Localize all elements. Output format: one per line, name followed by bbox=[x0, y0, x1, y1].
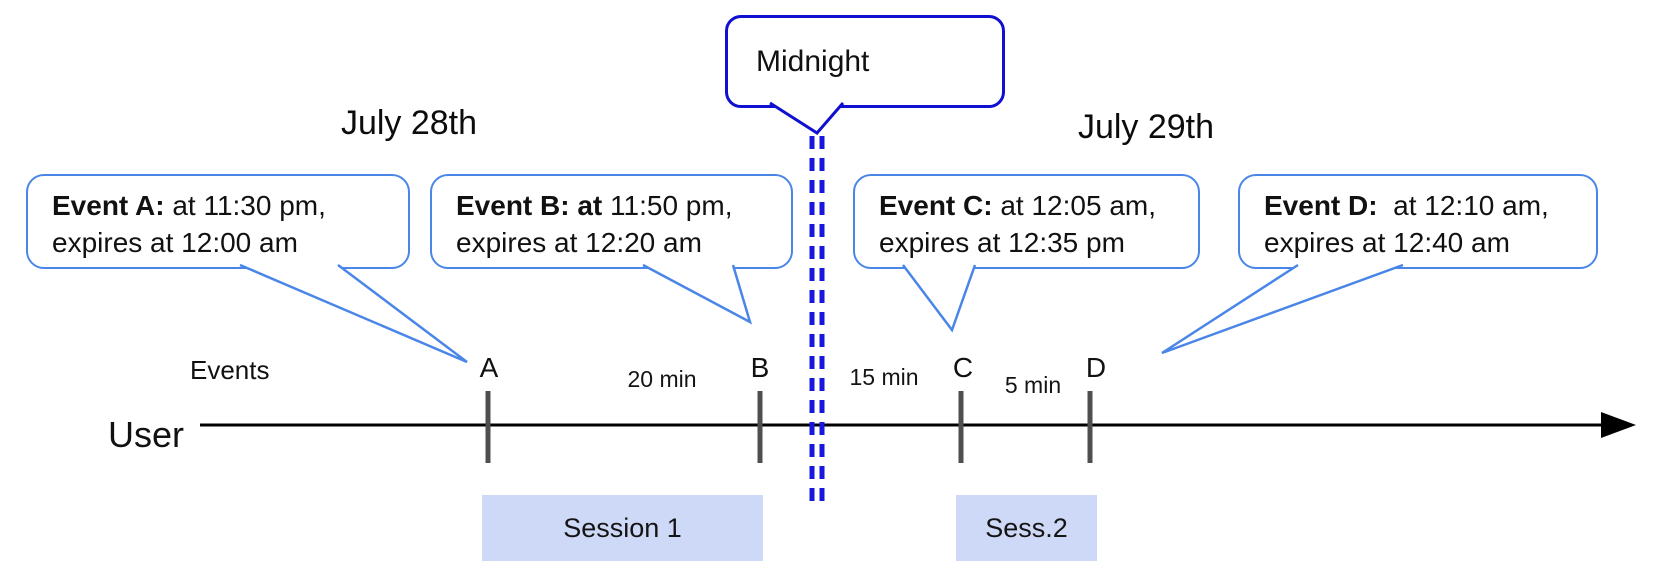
event-a-callout: Event A: at 11:30 pm, expires at 12:00 am bbox=[26, 174, 410, 269]
tick-label-c: C bbox=[952, 352, 974, 383]
event-b-name: Event B: at bbox=[456, 190, 603, 221]
event-b-expiry: expires at 12:20 am bbox=[456, 227, 702, 258]
event-d-callout: Event D: at 12:10 am, expires at 12:40 am bbox=[1238, 174, 1598, 269]
session-2-bar: Sess.2 bbox=[956, 495, 1097, 561]
event-c-name: Event C: bbox=[879, 190, 993, 221]
event-b-time: 11:50 pm, bbox=[602, 190, 733, 221]
event-d-expiry: expires at 12:40 am bbox=[1264, 227, 1510, 258]
date-title-july-28: July 28th bbox=[340, 104, 478, 142]
event-c-time: at 12:05 am, bbox=[992, 190, 1157, 221]
event-c-text: Event C: at 12:05 am, expires at 12:35 pm bbox=[855, 176, 1198, 261]
interval-label-20min: 20 min bbox=[627, 366, 697, 392]
user-axis-label: User bbox=[108, 414, 185, 455]
event-a-callout-pointer bbox=[239, 263, 468, 364]
event-d-name: Event D: bbox=[1264, 190, 1378, 221]
tick-label-a: A bbox=[479, 352, 499, 383]
event-a-expiry: expires at 12:00 am bbox=[52, 227, 298, 258]
tick-label-b: B bbox=[750, 352, 770, 383]
timeline-arrowhead-icon bbox=[1601, 412, 1636, 438]
date-title-july-29: July 29th bbox=[1077, 108, 1215, 146]
event-c-callout-pointer bbox=[902, 264, 977, 333]
event-c-expiry: expires at 12:35 pm bbox=[879, 227, 1125, 258]
event-c-callout: Event C: at 12:05 am, expires at 12:35 pm bbox=[853, 174, 1200, 269]
midnight-label: Midnight bbox=[756, 44, 870, 78]
tick-label-d: D bbox=[1085, 352, 1107, 383]
midnight-callout-pointer bbox=[769, 101, 845, 135]
event-a-time: at 11:30 pm, bbox=[164, 190, 326, 221]
interval-label-15min: 15 min bbox=[849, 364, 919, 390]
session-2-label: Sess.2 bbox=[985, 512, 1068, 543]
event-d-callout-pointer bbox=[1161, 263, 1404, 355]
session-1-bar: Session 1 bbox=[482, 495, 763, 561]
midnight-callout: Midnight bbox=[725, 15, 1005, 108]
event-b-callout: Event B: at 11:50 pm, expires at 12:20 am bbox=[430, 174, 793, 269]
event-b-callout-pointer bbox=[642, 263, 753, 325]
event-d-time: at 12:10 am, bbox=[1377, 190, 1549, 221]
event-a-name: Event A: bbox=[52, 190, 165, 221]
event-b-text: Event B: at 11:50 pm, expires at 12:20 am bbox=[432, 176, 791, 261]
event-d-text: Event D: at 12:10 am, expires at 12:40 am bbox=[1240, 176, 1596, 261]
interval-label-5min: 5 min bbox=[1004, 372, 1062, 398]
events-axis-label: Events bbox=[190, 355, 270, 385]
session-1-label: Session 1 bbox=[563, 512, 682, 543]
event-a-text: Event A: at 11:30 pm, expires at 12:00 am bbox=[28, 176, 408, 261]
